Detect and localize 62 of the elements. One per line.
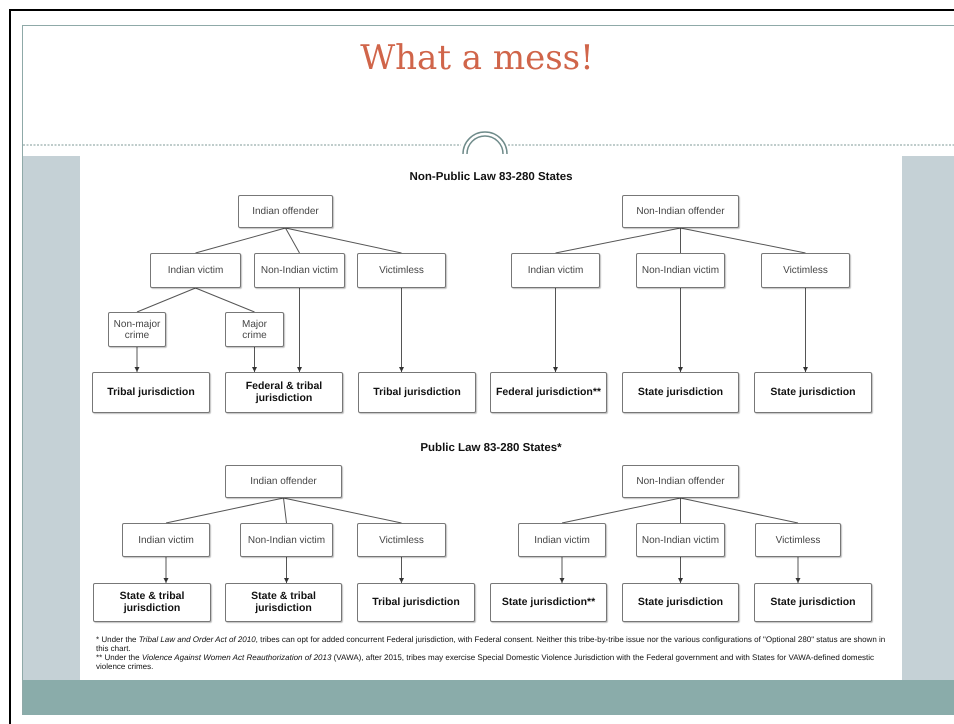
connector-line — [195, 228, 286, 254]
jurisdiction-box: State jurisdiction — [622, 372, 739, 413]
footnote: * Under the Tribal Law and Order Act of 2010, tribes can opt for added concurrent Federal jurisdiction, with Federal consent. Neither this tribe-by-tribe issue nor the various configurations of "Optional 280" status are shown in this chart. — [96, 635, 886, 654]
connector-line — [555, 228, 681, 254]
arrow — [796, 556, 800, 584]
jurisdiction-box: State jurisdiction — [754, 372, 872, 413]
connector-line — [680, 228, 806, 254]
connector-line — [283, 498, 402, 524]
category-box: Indian victim — [122, 523, 210, 557]
category-box: Non-Indian victim — [636, 523, 725, 557]
jurisdiction-box: State jurisdiction** — [490, 583, 607, 622]
arrow — [553, 288, 558, 372]
category-box: Indian offender — [238, 195, 333, 228]
category-box: Indian victim — [518, 523, 606, 557]
jurisdiction-box: Tribal jurisdiction — [358, 372, 476, 413]
connector-line — [285, 228, 402, 254]
category-box: Victimless — [357, 253, 446, 288]
arrow — [164, 556, 168, 584]
connector-line — [136, 288, 196, 312]
arrow — [678, 288, 683, 372]
jurisdiction-box: Federal & tribal jurisdiction — [225, 372, 343, 413]
category-box: Victimless — [357, 523, 446, 557]
connector-line — [680, 498, 681, 524]
category-box: Major crime — [225, 312, 284, 347]
category-box: Non-Indian victim — [240, 523, 333, 557]
arrow — [399, 288, 404, 372]
jurisdiction-box: Tribal jurisdiction — [357, 583, 475, 622]
category-box: Indian victim — [511, 253, 600, 288]
arrow — [803, 288, 808, 372]
connector-line — [283, 498, 287, 524]
arrow — [252, 346, 257, 372]
connector-line — [195, 288, 255, 312]
connector-line — [680, 498, 798, 524]
jurisdiction-box: Federal jurisdiction** — [490, 372, 607, 413]
jurisdiction-box: State jurisdiction — [754, 583, 872, 622]
slide-title: What a mess! — [359, 38, 595, 78]
category-box: Indian victim — [150, 253, 241, 288]
category-box: Non-Indian victim — [254, 253, 345, 288]
category-box: Victimless — [761, 253, 850, 288]
section-heading: Public Law 83-280 States* — [419, 442, 563, 454]
category-box: Victimless — [755, 523, 841, 557]
jurisdiction-box: Tribal jurisdiction — [92, 372, 210, 413]
connector-line — [680, 228, 681, 254]
arrow — [284, 556, 289, 584]
category-box: Non-Indian offender — [622, 465, 739, 498]
connector-line — [562, 498, 681, 524]
arrow — [399, 556, 404, 584]
arrow — [560, 556, 564, 584]
footnote: ** Under the Violence Against Women Act Reauthorization of 2013 (VAWA), after 2015, tribes may exercise Special Domestic Violence Jurisdiction with the Federal government and with States for VAWA-defined domestic violence crimes. — [96, 653, 876, 672]
connector-line — [285, 228, 300, 254]
arrow — [678, 556, 683, 584]
jurisdiction-box: State & tribal jurisdiction — [225, 583, 342, 622]
jurisdiction-box: State & tribal jurisdiction — [93, 583, 211, 622]
section-heading: Non-Public Law 83-280 States — [408, 171, 574, 183]
arrow — [134, 346, 140, 372]
jurisdiction-box: State jurisdiction — [622, 583, 739, 622]
category-box: Non-Indian victim — [636, 253, 725, 288]
connector-line — [166, 498, 284, 524]
arrow — [297, 288, 302, 372]
category-box: Non-major crime — [108, 312, 166, 347]
category-box: Non-Indian offender — [622, 195, 739, 228]
category-box: Indian offender — [225, 465, 342, 498]
